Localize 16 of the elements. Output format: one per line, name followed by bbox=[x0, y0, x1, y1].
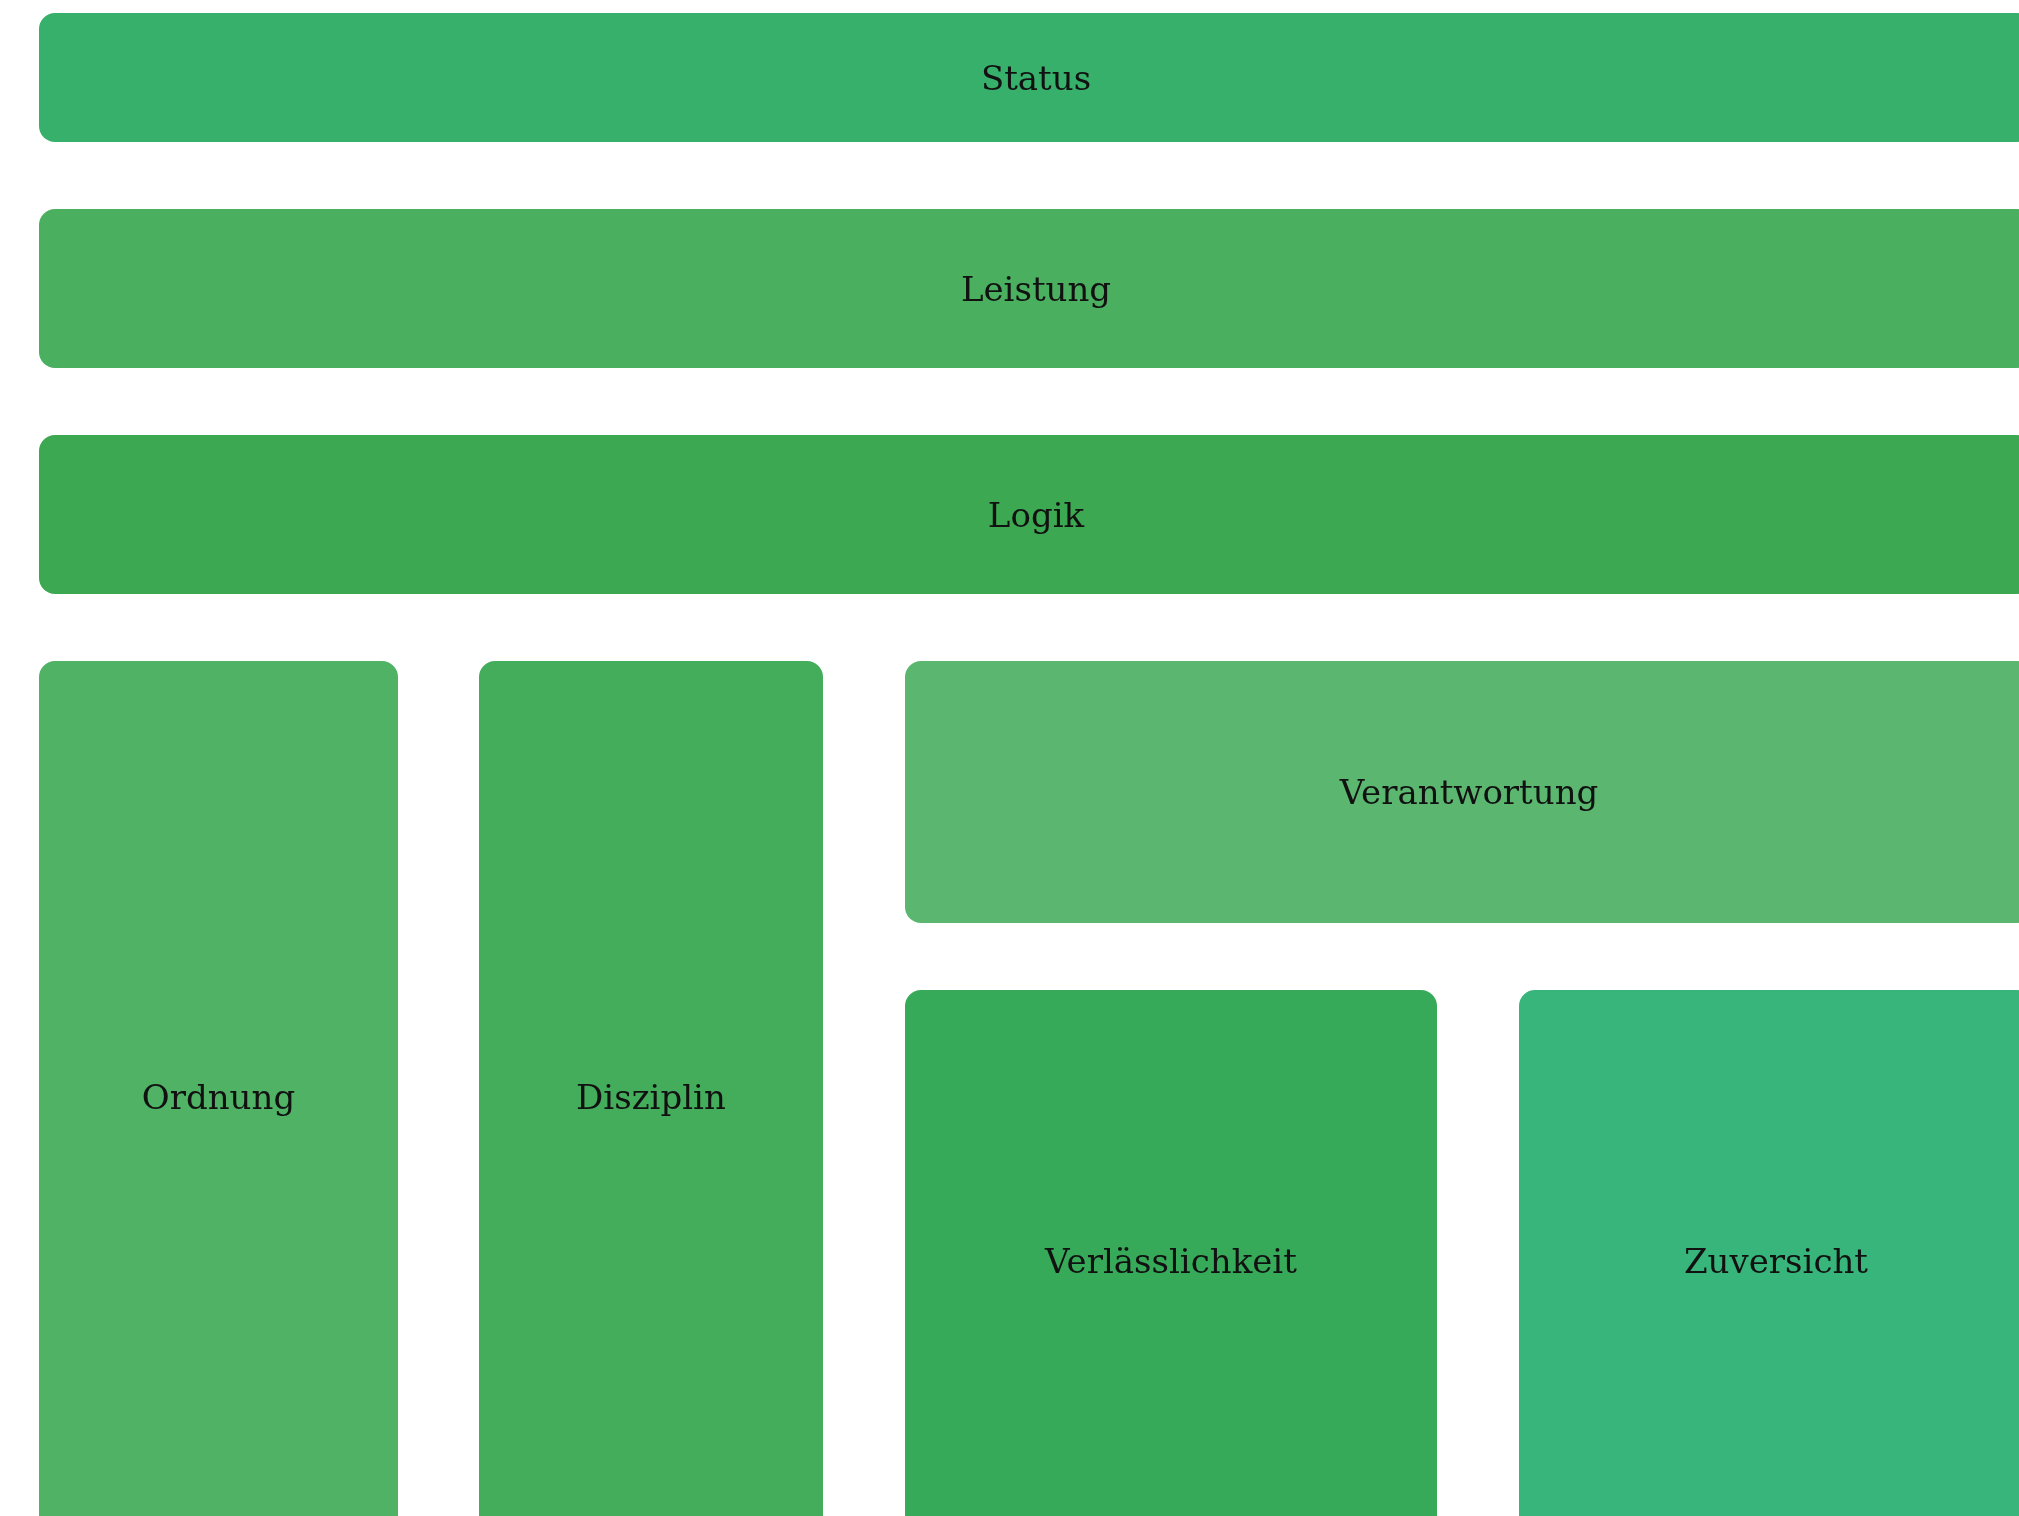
category-block bbox=[905, 661, 2019, 923]
block-label: Zuversicht bbox=[1684, 1241, 1868, 1281]
block-label: Ordnung bbox=[141, 1076, 296, 1117]
category-block bbox=[905, 990, 1437, 1516]
category-block bbox=[39, 13, 2019, 142]
category-block bbox=[39, 661, 398, 1516]
category-block bbox=[39, 435, 2019, 594]
block-label: Verlässlichkeit bbox=[1045, 1241, 1297, 1281]
block-label: Disziplin bbox=[576, 1076, 726, 1117]
category-block bbox=[39, 209, 2019, 368]
block-label: Logik bbox=[987, 494, 1085, 535]
category-block bbox=[1519, 990, 2019, 1516]
block-label: Verantwortung bbox=[1339, 772, 1599, 812]
block-label: Status bbox=[980, 57, 1092, 98]
block-label: Leistung bbox=[960, 268, 1112, 309]
category-block bbox=[479, 661, 823, 1516]
